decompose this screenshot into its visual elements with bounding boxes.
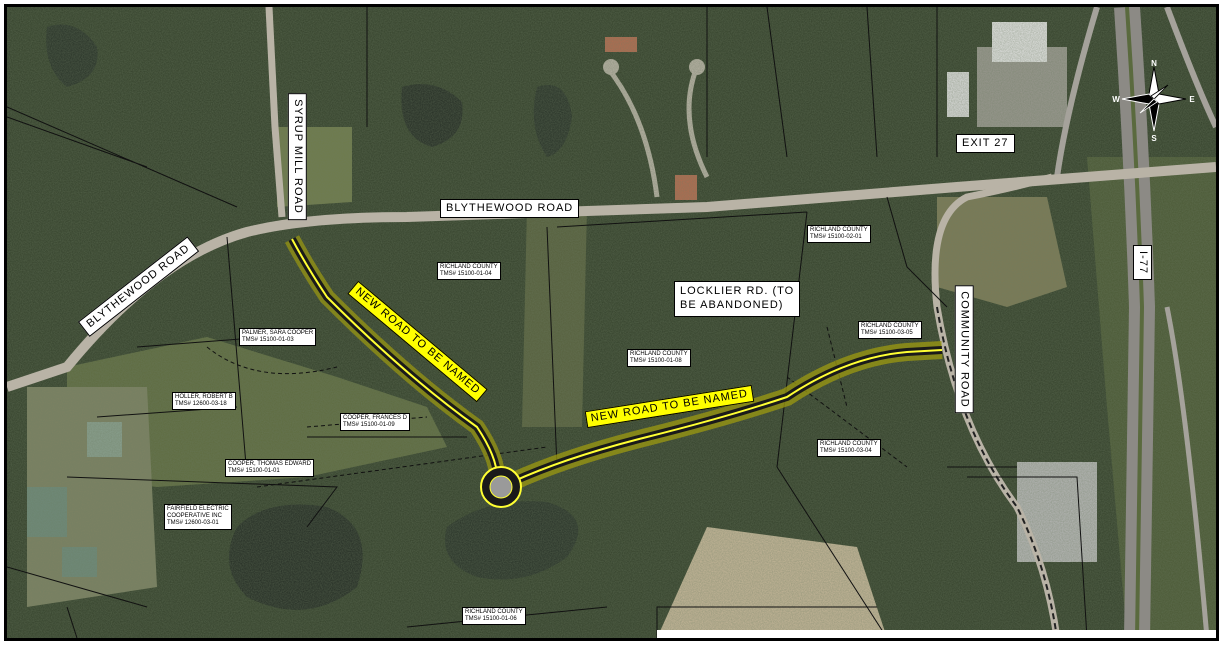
new-road-east-stripe xyxy=(511,349,943,483)
parcel-label: RICHLAND COUNTY TMS# 15100-01-06 xyxy=(462,607,526,626)
exit-27-label: EXIT 27 xyxy=(956,134,1015,153)
parcel-label: RICHLAND COUNTY TMS# 15100-03-05 xyxy=(858,321,922,340)
compass-rose: N S E W xyxy=(1112,59,1195,143)
syrup-mill-road-label: SYRUP MILL ROAD xyxy=(287,93,307,220)
roundabout-island xyxy=(489,475,513,499)
new-road-west-stripe xyxy=(291,238,498,478)
map-edge-strip xyxy=(657,630,1216,638)
compass-n: N xyxy=(1151,59,1157,68)
map-frame: N S E W BLYTHEWOOD ROAD BLYTHEWOOD ROAD … xyxy=(4,4,1219,641)
parcel-label: PALMER, SARA COOPER TMS# 15100-01-03 xyxy=(239,328,317,347)
parcel-label: RICHLAND COUNTY TMS# 15100-02-01 xyxy=(807,225,871,244)
parcel-label: RICHLAND COUNTY TMS# 15100-01-04 xyxy=(437,262,501,281)
parcel-label: RICHLAND COUNTY TMS# 15100-01-08 xyxy=(627,349,691,368)
compass-s: S xyxy=(1151,134,1157,143)
aerial-map[interactable]: N S E W xyxy=(7,7,1216,638)
parcel-label: HOLLER, ROBERT B TMS# 12600-03-18 xyxy=(172,392,236,411)
ramp-road xyxy=(1054,7,1100,178)
ramp-road xyxy=(1164,7,1216,129)
community-road-label: COMMUNITY ROAD xyxy=(954,285,974,414)
interstate-label: I-77 xyxy=(1132,245,1152,280)
map-texture xyxy=(7,7,1216,638)
parcel-label: FAIRFIELD ELECTRIC COOPERATIVE INC TMS# … xyxy=(164,504,232,530)
ramp-road xyxy=(1164,306,1210,638)
locklier-road-label: LOCKLIER RD. (TO BE ABANDONED) xyxy=(674,281,801,317)
parcel-lines xyxy=(7,7,1088,638)
syrup-mill-road xyxy=(265,7,286,218)
compass-w: W xyxy=(1112,95,1120,104)
compass-e: E xyxy=(1189,95,1195,104)
community-road-edge xyxy=(936,306,1058,638)
parcel-label: RICHLAND COUNTY TMS# 15100-03-04 xyxy=(817,439,881,458)
parcel-label: COOPER, FRANCES D TMS# 15100-01-09 xyxy=(340,413,411,432)
blythewood-road-label: BLYTHEWOOD ROAD xyxy=(440,199,580,218)
parcel-label: COOPER, THOMAS EDWARD TMS# 15100-01-01 xyxy=(225,459,315,478)
interstate-median xyxy=(1125,7,1145,638)
